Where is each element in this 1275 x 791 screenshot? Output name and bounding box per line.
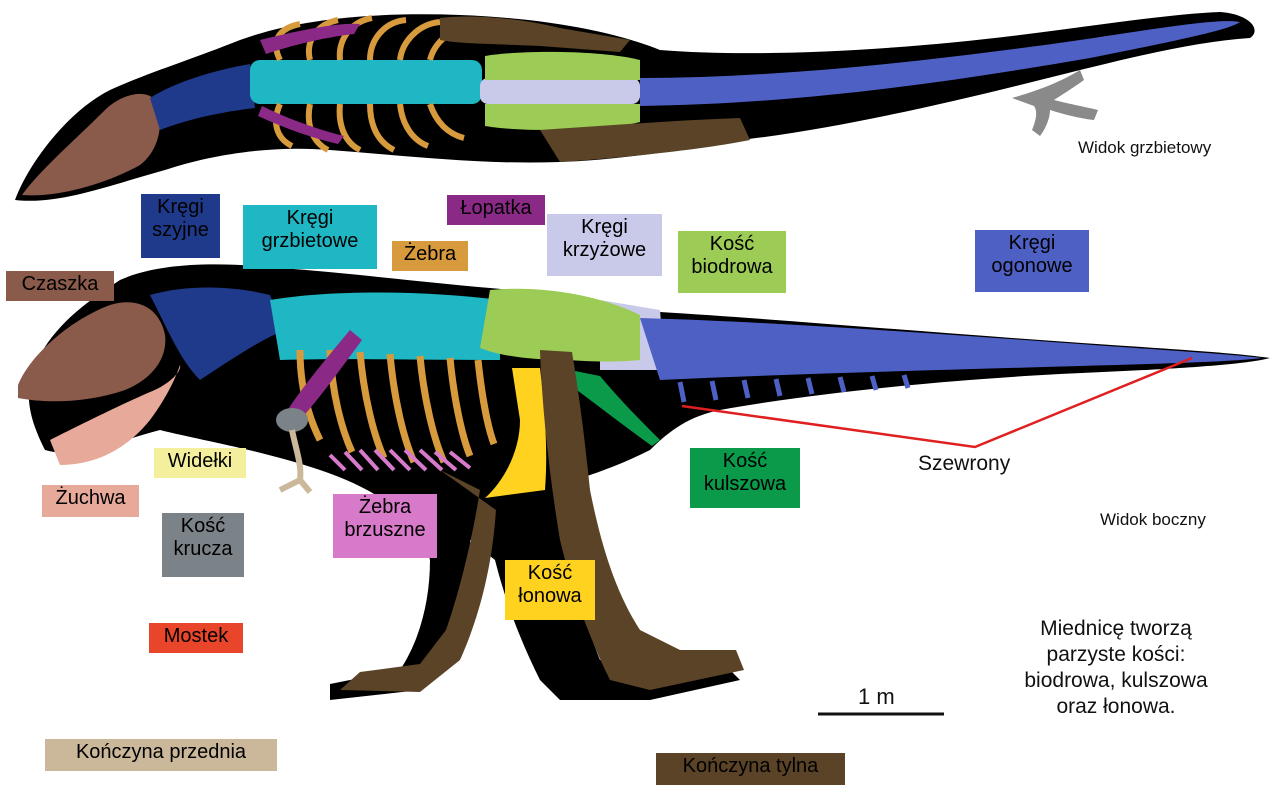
label-mandible: Żuchwa — [42, 485, 139, 517]
label-caudal: Kręgi ogonowe — [975, 230, 1089, 292]
label-cervical: Kręgi szyjne — [141, 194, 220, 258]
label-skull: Czaszka — [6, 271, 114, 301]
label-ilium: Kość biodrowa — [678, 231, 786, 293]
lateral-view-caption: Widok boczny — [1100, 510, 1206, 530]
label-chevrons: Szewrony — [918, 452, 1010, 476]
label-dorsal: Kręgi grzbietowe — [243, 205, 377, 269]
dorsal-sacral — [480, 78, 640, 104]
scale-bar-label: 1 m — [858, 684, 895, 710]
lateral-ilium — [480, 289, 640, 362]
label-furcula: Widełki — [154, 448, 246, 478]
label-hindlimb: Kończyna tylna — [656, 753, 845, 785]
dorsal-view-caption: Widok grzbietowy — [1078, 138, 1211, 158]
label-scapula: Łopatka — [447, 195, 545, 225]
pelvis-note: Miednicę tworzą parzyste kości: biodrowa… — [996, 616, 1236, 720]
label-ischium: Kość kulszowa — [690, 448, 800, 508]
label-sacral: Kręgi krzyżowe — [547, 214, 662, 276]
label-ribs: Żebra — [392, 241, 468, 271]
label-forelimb: Kończyna przednia — [45, 739, 277, 771]
label-pubis: Kość łonowa — [505, 560, 595, 620]
lateral-coracoid — [276, 408, 308, 432]
label-coracoid: Kość krucza — [162, 513, 244, 577]
label-gastralia: Żebra brzuszne — [333, 494, 437, 558]
lateral-dorsal-vertebrae — [270, 293, 500, 361]
label-sternum: Mostek — [149, 623, 243, 653]
dorsal-vertebrae — [250, 60, 482, 104]
dorsal-view-skeleton — [15, 12, 1255, 201]
